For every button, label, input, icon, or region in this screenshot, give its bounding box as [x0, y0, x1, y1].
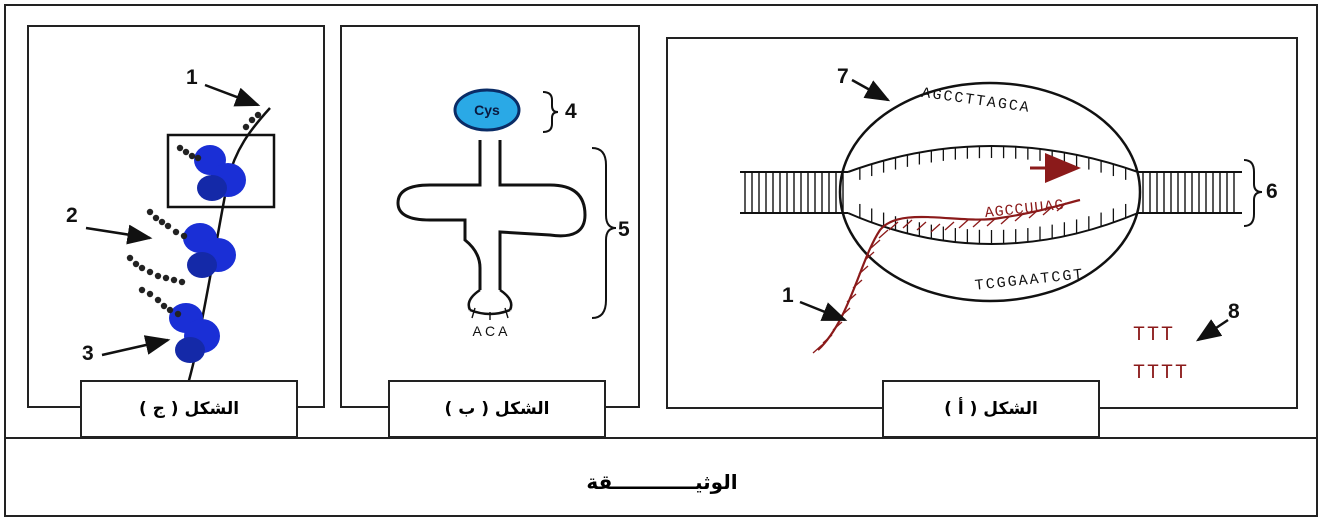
free-nucleotides-2: TTTT [1133, 362, 1189, 385]
label-2: 2 [66, 204, 78, 227]
arrow-2 [85, 224, 153, 245]
label-1-c: 1 [186, 66, 198, 89]
free-nucleotides-1: TTT [1133, 324, 1175, 347]
arrow-7 [851, 78, 891, 102]
document-title: الوثيــــــــــــقة [586, 470, 738, 494]
panel-a [666, 37, 1298, 409]
panel-b-diagram: Cys 4 A C A 5 [396, 88, 630, 339]
cys-amino-acid [453, 88, 521, 132]
panel-c [27, 25, 325, 408]
anticodon-ticks [471, 307, 509, 320]
coding-strand [847, 145, 1139, 173]
title-divider [4, 437, 1318, 439]
label-1-a: 1 [782, 284, 794, 307]
arrow-3 [101, 335, 171, 357]
label-8: 8 [1228, 300, 1240, 323]
ribosome-2 [183, 223, 236, 278]
label-7: 7 [837, 65, 849, 88]
caption-a: الشكل ( أ ) [882, 380, 1100, 438]
label-4: 4 [565, 100, 577, 123]
label-6: 6 [1266, 180, 1278, 203]
caption-c: الشكل ( ج ) [80, 380, 298, 438]
anticodon-loop [467, 288, 513, 316]
ribosome-3 [169, 303, 220, 363]
brace-5 [591, 147, 617, 319]
document-frame [4, 4, 1318, 517]
caption-b: الشكل ( ب ) [388, 380, 606, 438]
brace-4 [542, 91, 559, 133]
ribosome-1 [194, 145, 246, 201]
dna-right-segment [1138, 171, 1242, 214]
top-strand-sequence: AGCCTTAGCA [920, 85, 1031, 117]
cys-label: Cys [474, 102, 500, 118]
transcription-bubble [838, 81, 1142, 303]
label-3: 3 [82, 342, 94, 365]
trna-cloverleaf [396, 140, 587, 290]
arrow-1-c [204, 83, 261, 107]
anticodon-label: A C A [472, 323, 508, 339]
label-5: 5 [618, 218, 630, 241]
panel-c-diagram: 1 2 3 [66, 66, 276, 396]
brace-6 [1243, 159, 1263, 227]
rna-sequence: AGCCUUAG [984, 197, 1065, 222]
panel-a-diagram: AGCCTTAGCA AGCCUUAG TCGGAATCGT 6 7 1 TTT… [740, 65, 1278, 385]
highlight-box [166, 133, 276, 209]
bottom-strand-sequence: TCGGAATCGT [974, 266, 1085, 294]
rna-strand [817, 198, 1081, 351]
arrow-1-a [799, 300, 848, 322]
arrow-8 [1195, 318, 1229, 342]
